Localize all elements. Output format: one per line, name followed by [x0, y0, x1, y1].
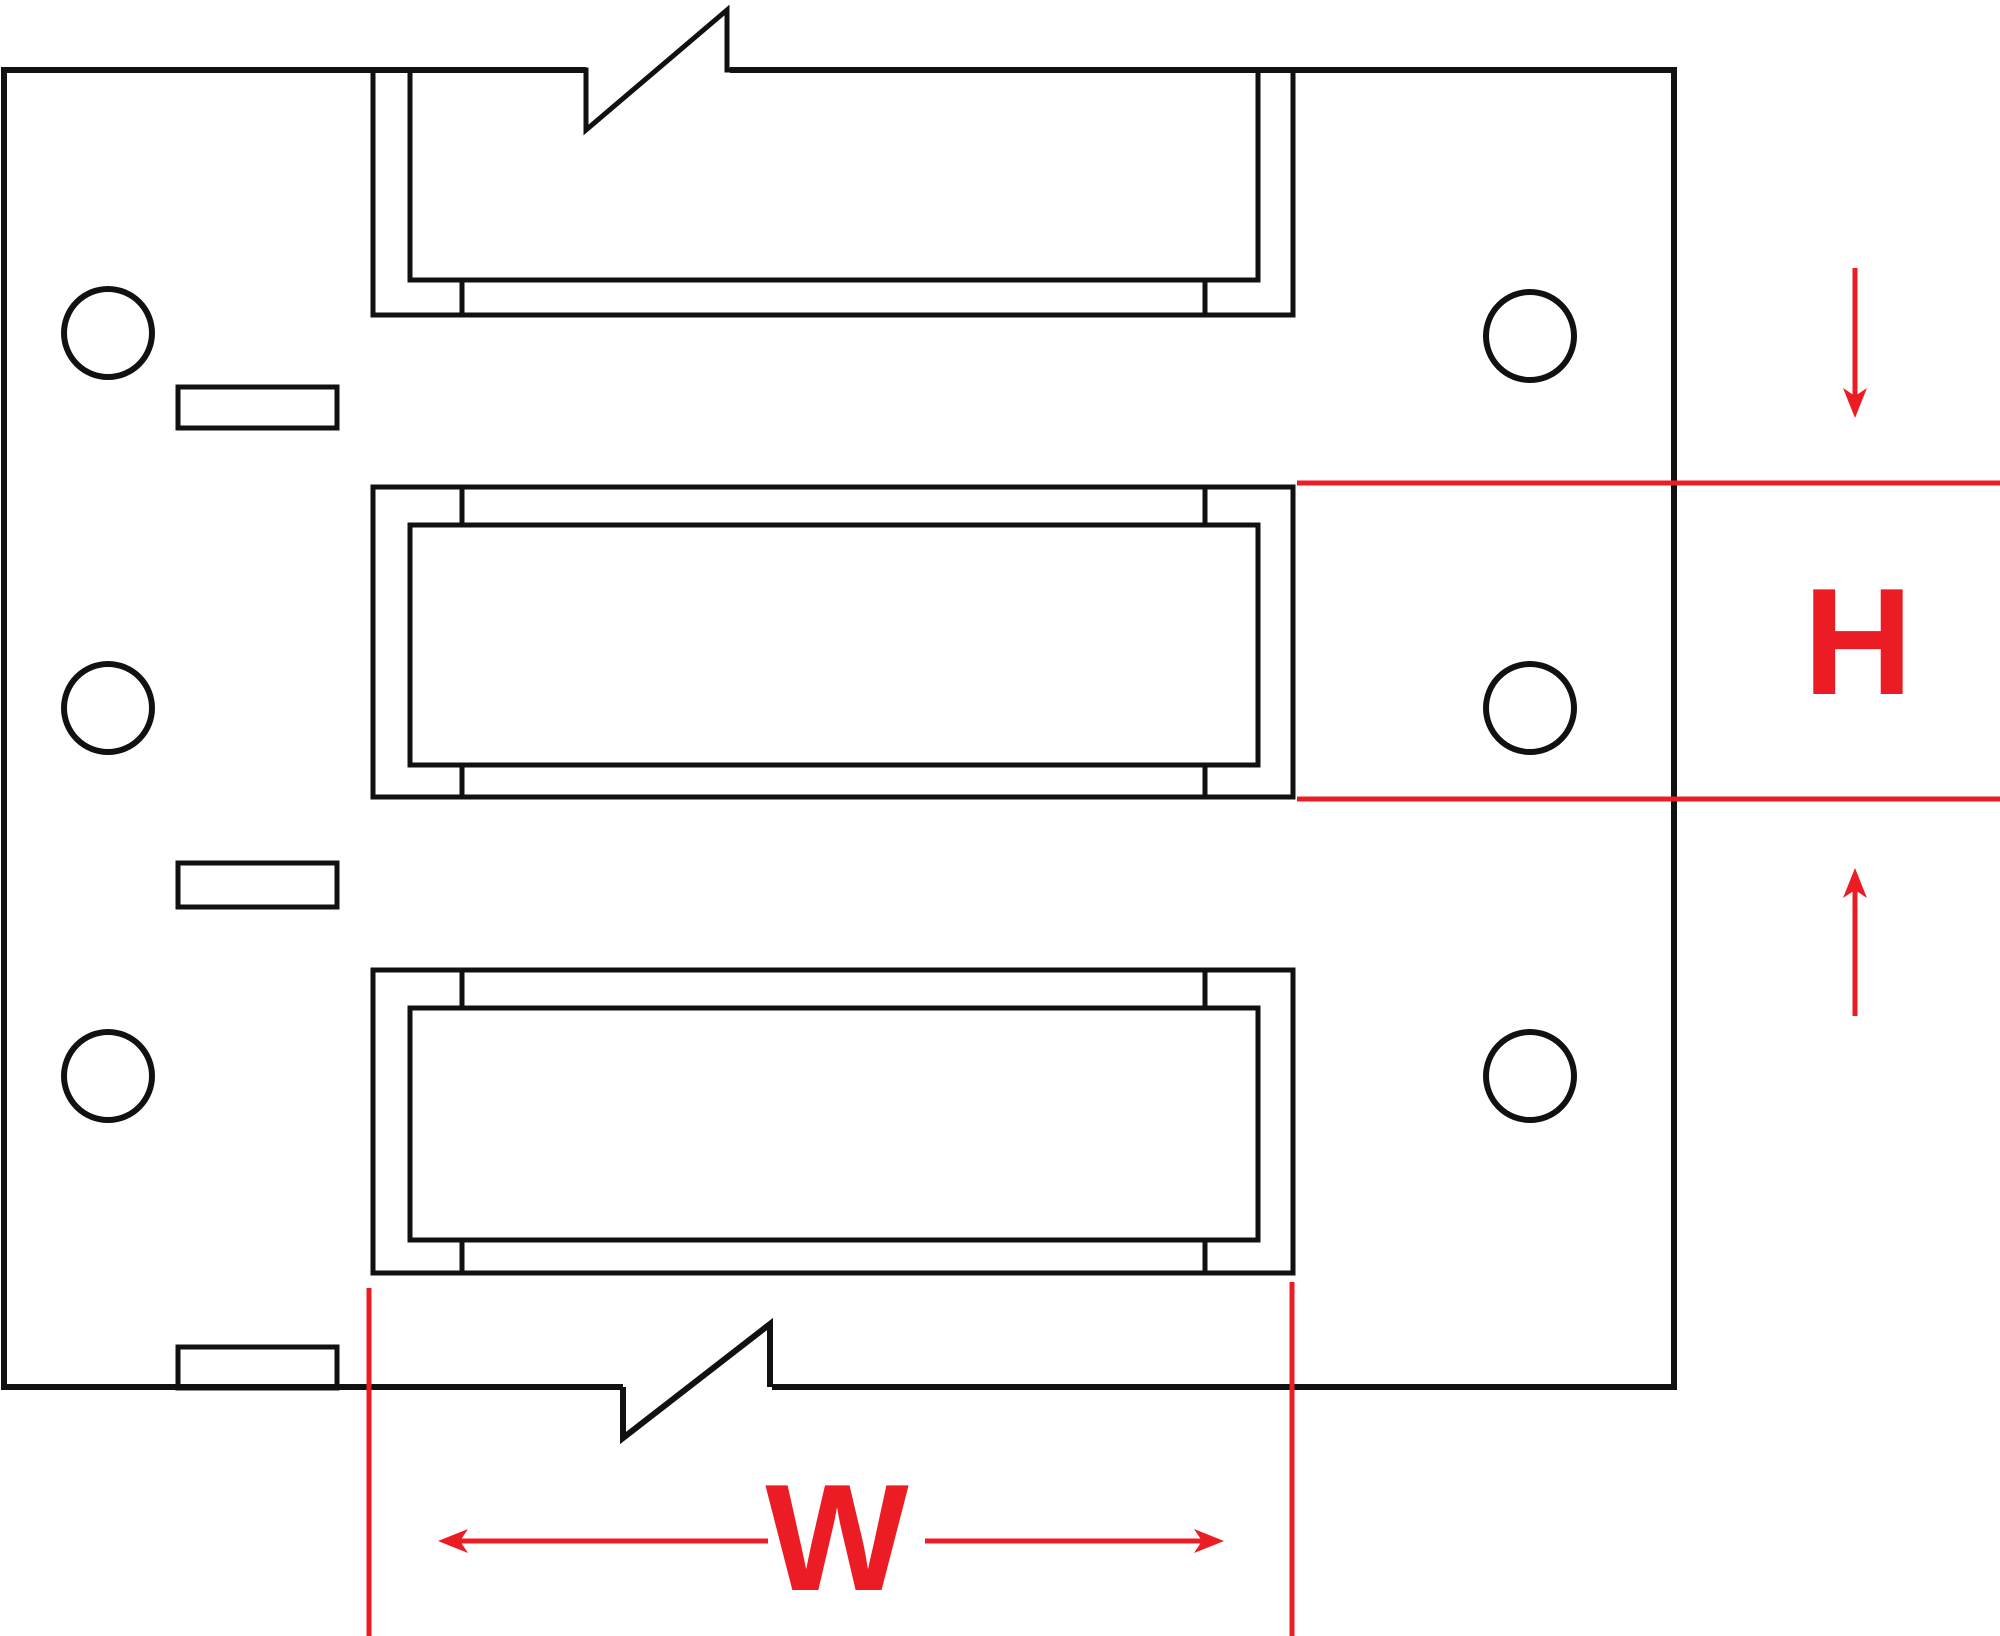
width-dimension: W: [366, 1282, 1295, 1636]
sleeve-row-1: [370, 4, 1296, 318]
sleeve-row-2: [370, 484, 1296, 800]
sleeve-2-carrier-bracket: [370, 484, 1296, 800]
hole-right-1: [1483, 289, 1577, 383]
sleeve-1-bracket-notches: [459, 282, 1208, 315]
hole-right-2: [1483, 661, 1577, 755]
sleeve-2-bracket-notches: [459, 487, 1208, 797]
carrier-holes: [61, 286, 1577, 1123]
registration-mark-2: [175, 860, 340, 910]
registration-mark-1: [175, 384, 340, 431]
width-label: W: [765, 1453, 909, 1623]
height-label: H: [1803, 557, 1913, 727]
registration-mark-3: [175, 1344, 340, 1391]
sleeve-2-yellow-sleeve: [407, 522, 1261, 768]
hole-left-2: [61, 661, 155, 755]
hole-left-3: [61, 1029, 155, 1123]
arrow-left-icon: [438, 1529, 468, 1553]
sleeve-1-yellow-sleeve: [407, 4, 1261, 283]
arrow-right-icon: [1194, 1529, 1224, 1553]
hole-left-1: [61, 286, 155, 380]
hole-right-3: [1483, 1029, 1577, 1123]
zigzag-break-icon-bottom: [620, 1317, 773, 1445]
sleeve-3-carrier-bracket: [370, 967, 1296, 1276]
sleeve-1-carrier-bracket: [370, 67, 1296, 318]
sleeve-3-bracket-notches: [459, 970, 1208, 1273]
registration-marks: [175, 384, 340, 1391]
sleeve-row-3: [370, 967, 1296, 1276]
sleeve-3-yellow-sleeve: [407, 1005, 1261, 1243]
arrow-up-icon: [1843, 868, 1867, 898]
arrow-down-icon: [1843, 388, 1867, 418]
height-dimension: H: [1297, 268, 2000, 1016]
